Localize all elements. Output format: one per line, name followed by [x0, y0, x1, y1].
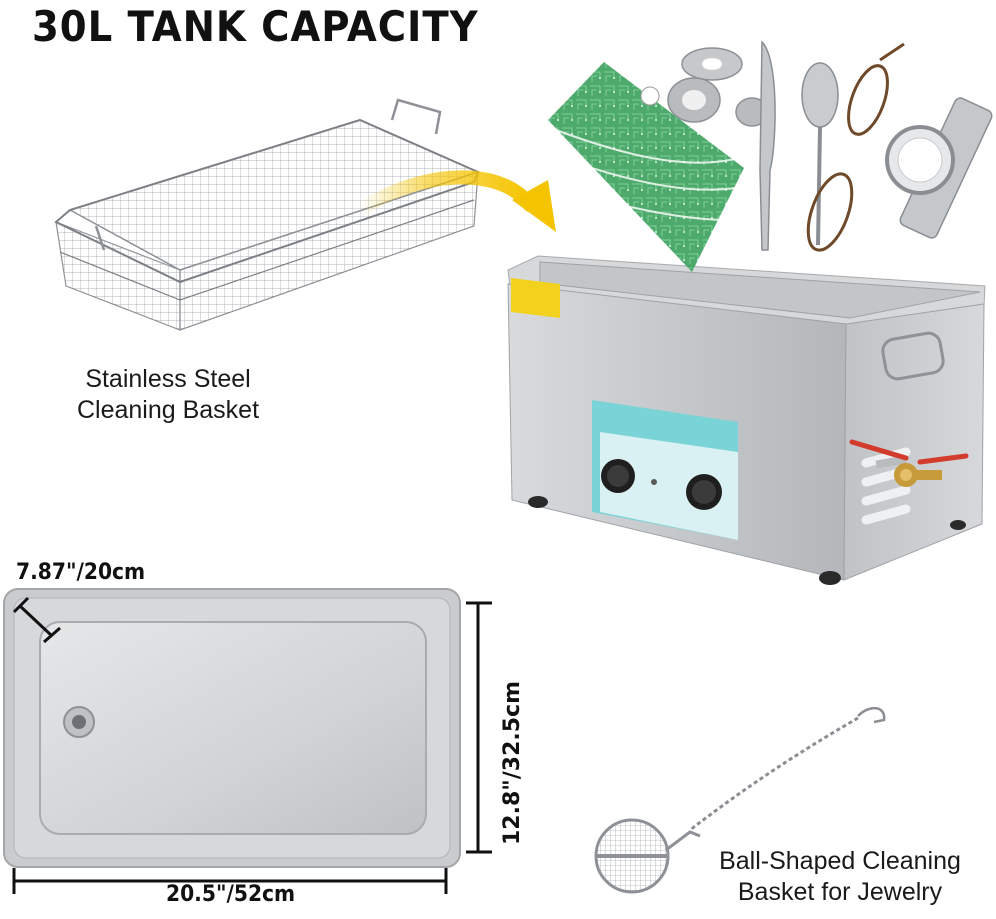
basket-caption: Stainless Steel Cleaning Basket: [48, 364, 288, 426]
width-label: 20.5"/52cm: [166, 882, 296, 907]
height-label: 12.8"/32.5cm: [500, 680, 525, 845]
dimension-lines: [12, 596, 492, 894]
ball-basket-caption: Ball-Shaped Cleaning Basket for Jewelry: [690, 846, 990, 908]
cleaning-items: [548, 40, 993, 272]
ultrasonic-cleaner: [507, 255, 986, 585]
curved-arrow-icon: [353, 170, 556, 232]
ball-caption-line-2: Basket for Jewelry: [737, 878, 943, 906]
basket-caption-line-2: Cleaning Basket: [76, 396, 260, 424]
basket-caption-line-1: Stainless Steel: [85, 365, 251, 393]
page-title: 30L TANK CAPACITY: [32, 2, 479, 51]
ball-caption-line-1: Ball-Shaped Cleaning: [719, 847, 961, 875]
drain-valve-icon: [849, 439, 969, 487]
ball-basket: [594, 707, 886, 894]
inner-tank: [3, 588, 461, 868]
wire-basket: [54, 98, 481, 331]
depth-label: 7.87"/20cm: [16, 560, 146, 585]
